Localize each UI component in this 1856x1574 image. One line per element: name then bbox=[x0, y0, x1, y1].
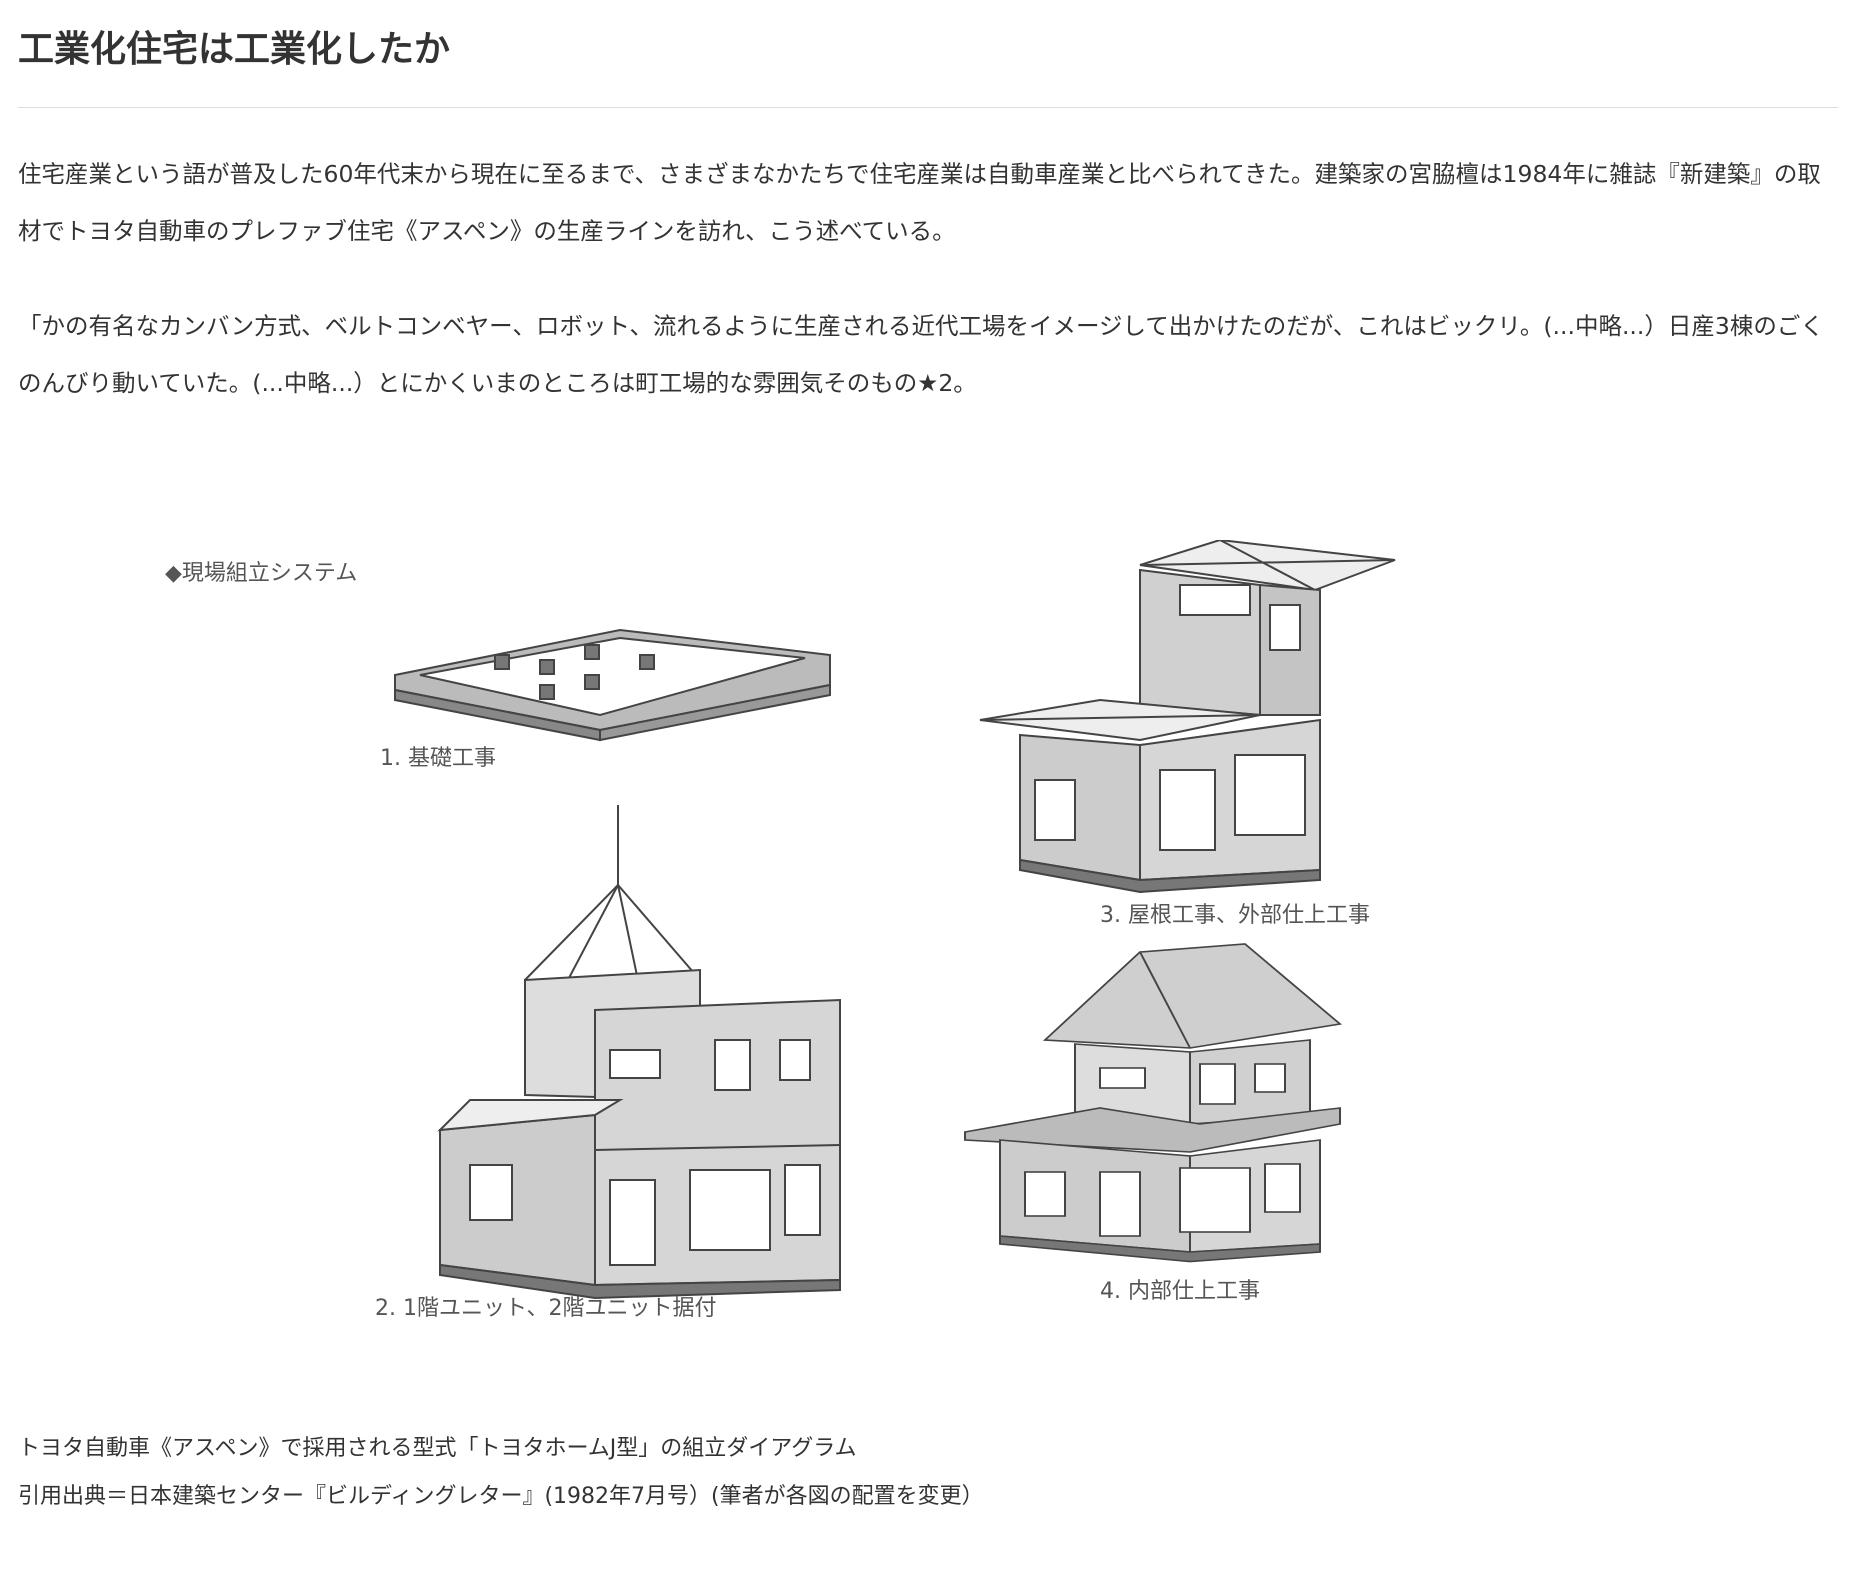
quote-paragraph: 「かの有名なカンバン方式、ベルトコンベヤー、ロボット、流れるように生産される近代… bbox=[18, 312, 1824, 397]
finished-house-illustration bbox=[964, 943, 1342, 1263]
article-paragraph: 住宅産業という語が普及した60年代末から現在に至るまで、さまざまなかたちで住宅産… bbox=[18, 160, 1821, 245]
roof-framing-illustration bbox=[979, 538, 1396, 894]
step-1-label: 1. 基礎工事 bbox=[380, 746, 496, 771]
unit-installation-illustration bbox=[437, 805, 841, 1300]
step-2-label: 2. 1階ユニット、2階ユニット据付 bbox=[375, 1296, 717, 1321]
foundation-illustration bbox=[394, 628, 831, 742]
assembly-diagram-image: ◆現場組立システム 1. 基礎工事 2. 1階ユニット、2階ユニット据付 bbox=[140, 538, 1620, 1340]
diagram-heading: ◆現場組立システム bbox=[165, 561, 357, 586]
article-title: 工業化住宅は工業化したか bbox=[18, 29, 451, 70]
title-divider bbox=[18, 107, 1838, 108]
figure-caption: トヨタ自動車《アスペン》で採用される型式「トヨタホームJ型」の組立ダイアグラム bbox=[18, 1436, 857, 1461]
figure-source: 引用出典＝日本建築センター『ビルディングレター』(1982年7月号）(筆者が各図… bbox=[18, 1484, 984, 1509]
step-3-label: 3. 屋根工事、外部仕上工事 bbox=[1100, 903, 1370, 928]
step-4-label: 4. 内部仕上工事 bbox=[1100, 1279, 1260, 1304]
